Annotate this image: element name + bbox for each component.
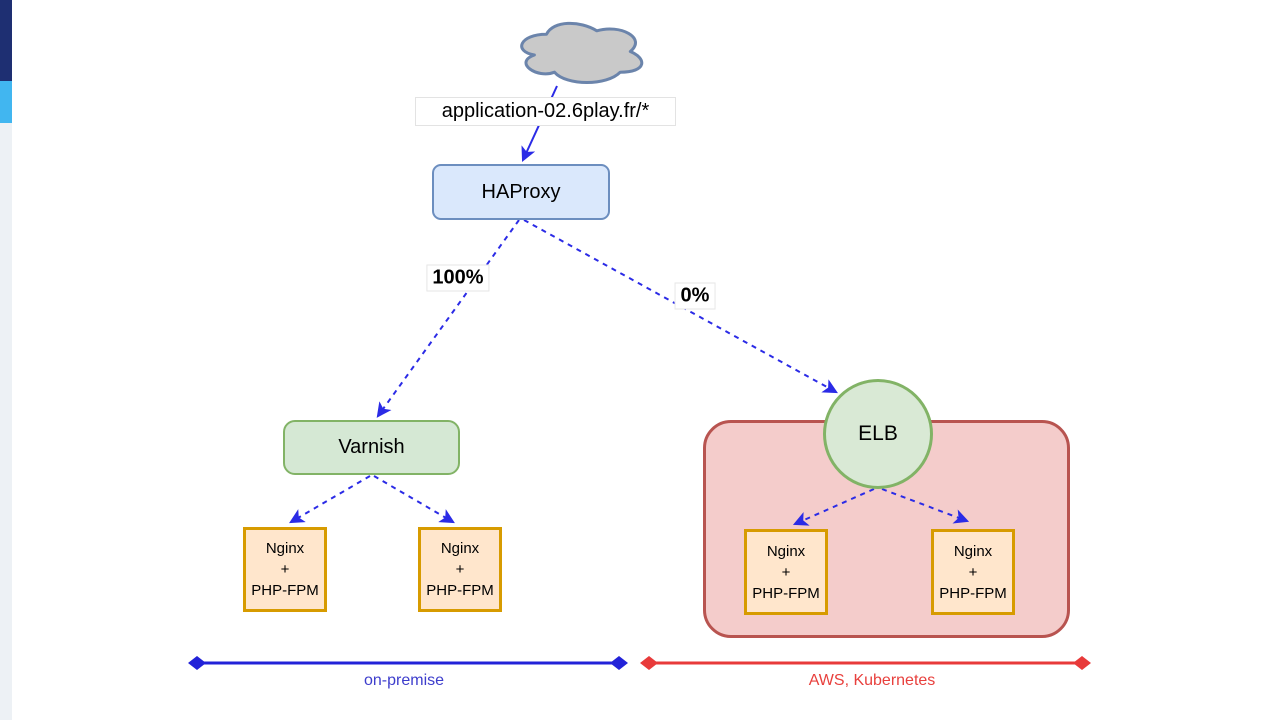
node-varnish: Varnish [283, 420, 460, 475]
edge-varnish-to-nginx-2 [373, 475, 455, 524]
edge-elb-to-nginx-3 [792, 488, 875, 526]
nginx-label-line2: + [280, 561, 290, 578]
traffic-percent-varnish: 100% [426, 264, 490, 292]
nginx-label-line1: Nginx [953, 542, 993, 560]
left-edge-navy-strip [0, 0, 12, 81]
nginx-label-line1: Nginx [766, 542, 806, 560]
node-elb: ELB [823, 379, 933, 489]
node-nginx-aws-2: Nginx + PHP-FPM [931, 529, 1015, 615]
varnish-label: Varnish [338, 436, 405, 458]
edge-varnish-to-nginx-1 [289, 475, 371, 524]
nginx-label-line3: PHP-FPM [426, 582, 494, 599]
nginx-label-line3: PHP-FPM [752, 584, 820, 602]
nginx-label-line2: + [968, 563, 978, 581]
node-haproxy: HAProxy [432, 164, 610, 220]
edge-haproxy-to-varnish [376, 219, 520, 418]
cloud-icon [520, 21, 644, 84]
on-premise-region-label: on-premise [363, 672, 445, 689]
dns-record-label: application-02.6play.fr/* [415, 97, 676, 126]
node-nginx-aws-1: Nginx + PHP-FPM [744, 529, 828, 615]
nginx-label-line1: Nginx [440, 540, 480, 557]
aws-region-label: AWS, Kubernetes [808, 672, 936, 689]
nginx-label-line2: + [781, 563, 791, 581]
node-nginx-onprem-2: Nginx + PHP-FPM [418, 527, 502, 612]
traffic-percent-elb: 0% [674, 282, 716, 310]
nginx-label-line1: Nginx [265, 540, 305, 557]
edge-elb-to-nginx-4 [881, 488, 970, 524]
haproxy-label: HAProxy [481, 180, 561, 203]
left-edge-gray-strip [0, 123, 12, 720]
aws-region-line [640, 656, 1091, 670]
nginx-label-line3: PHP-FPM [251, 582, 319, 599]
nginx-label-line2: + [455, 561, 465, 578]
left-edge-blue-strip [0, 81, 12, 123]
elb-label: ELB [858, 422, 898, 445]
node-nginx-onprem-1: Nginx + PHP-FPM [243, 527, 327, 612]
on-premise-region-line [188, 656, 628, 670]
nginx-label-line3: PHP-FPM [939, 584, 1007, 602]
